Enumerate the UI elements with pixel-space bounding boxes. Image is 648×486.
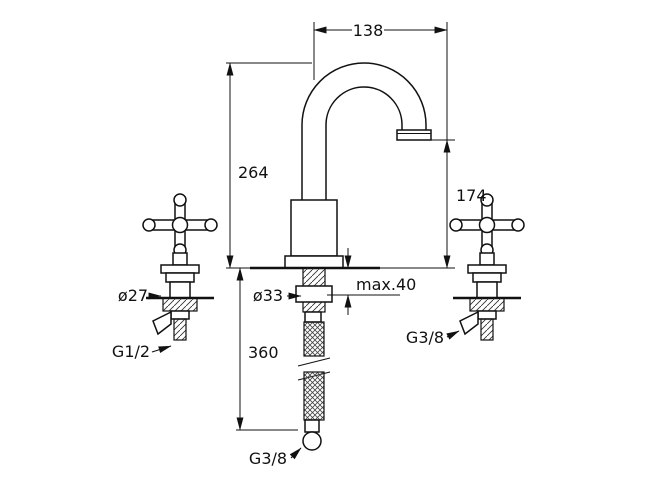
dimension-label-spout-reach: 138 (353, 21, 384, 40)
hose-upper-segment (303, 321, 325, 357)
label-right-valve-thread: G3/8 (406, 328, 460, 347)
dimension-outlet-clearance: 174 (431, 139, 487, 269)
thread-label-left: G1/2 (112, 342, 150, 361)
thread-label-bottom: G3/8 (249, 449, 287, 468)
dimension-max-thickness: max.40 (327, 248, 416, 315)
dimension-label-base-diameter: ø33 (253, 286, 283, 305)
dimension-base-diameter: ø33 (253, 286, 302, 305)
hose-end-fitting (304, 419, 320, 433)
thread-label-right: G3/8 (406, 328, 444, 347)
dimension-label-outlet-clearance: 174 (456, 186, 487, 205)
spout-aerator (396, 129, 432, 141)
dimension-hose-length: 360 (236, 267, 298, 431)
right-valve (448, 192, 526, 342)
left-valve (141, 192, 219, 342)
hose-break-line-1 (297, 357, 331, 367)
spout-inner-curve (325, 86, 403, 200)
spout-base-flange (284, 255, 344, 269)
dimension-handle-diameter: ø27 (118, 286, 162, 305)
leader-line (446, 330, 460, 340)
hose-end-nut (302, 431, 322, 451)
dimension-spout-height: 264 (226, 62, 312, 269)
leader-line (289, 447, 302, 460)
label-left-valve-thread: G1/2 (112, 342, 172, 361)
dimension-label-spout-height: 264 (238, 163, 269, 182)
mounting-nut (295, 285, 333, 303)
hose-top-connector (304, 311, 322, 323)
dimension-label-handle-diameter: ø27 (118, 286, 148, 305)
spout-body (290, 199, 338, 257)
spout-assembly (226, 62, 455, 313)
dimension-label-max-thickness: max.40 (356, 275, 416, 294)
supply-hose (297, 311, 331, 451)
label-hose-thread: G3/8 (249, 447, 302, 468)
hose-lower-segment (303, 371, 325, 421)
dimension-label-hose-length: 360 (248, 343, 279, 362)
leader-line (151, 345, 172, 354)
dimension-spout-reach: 138 (313, 21, 448, 140)
